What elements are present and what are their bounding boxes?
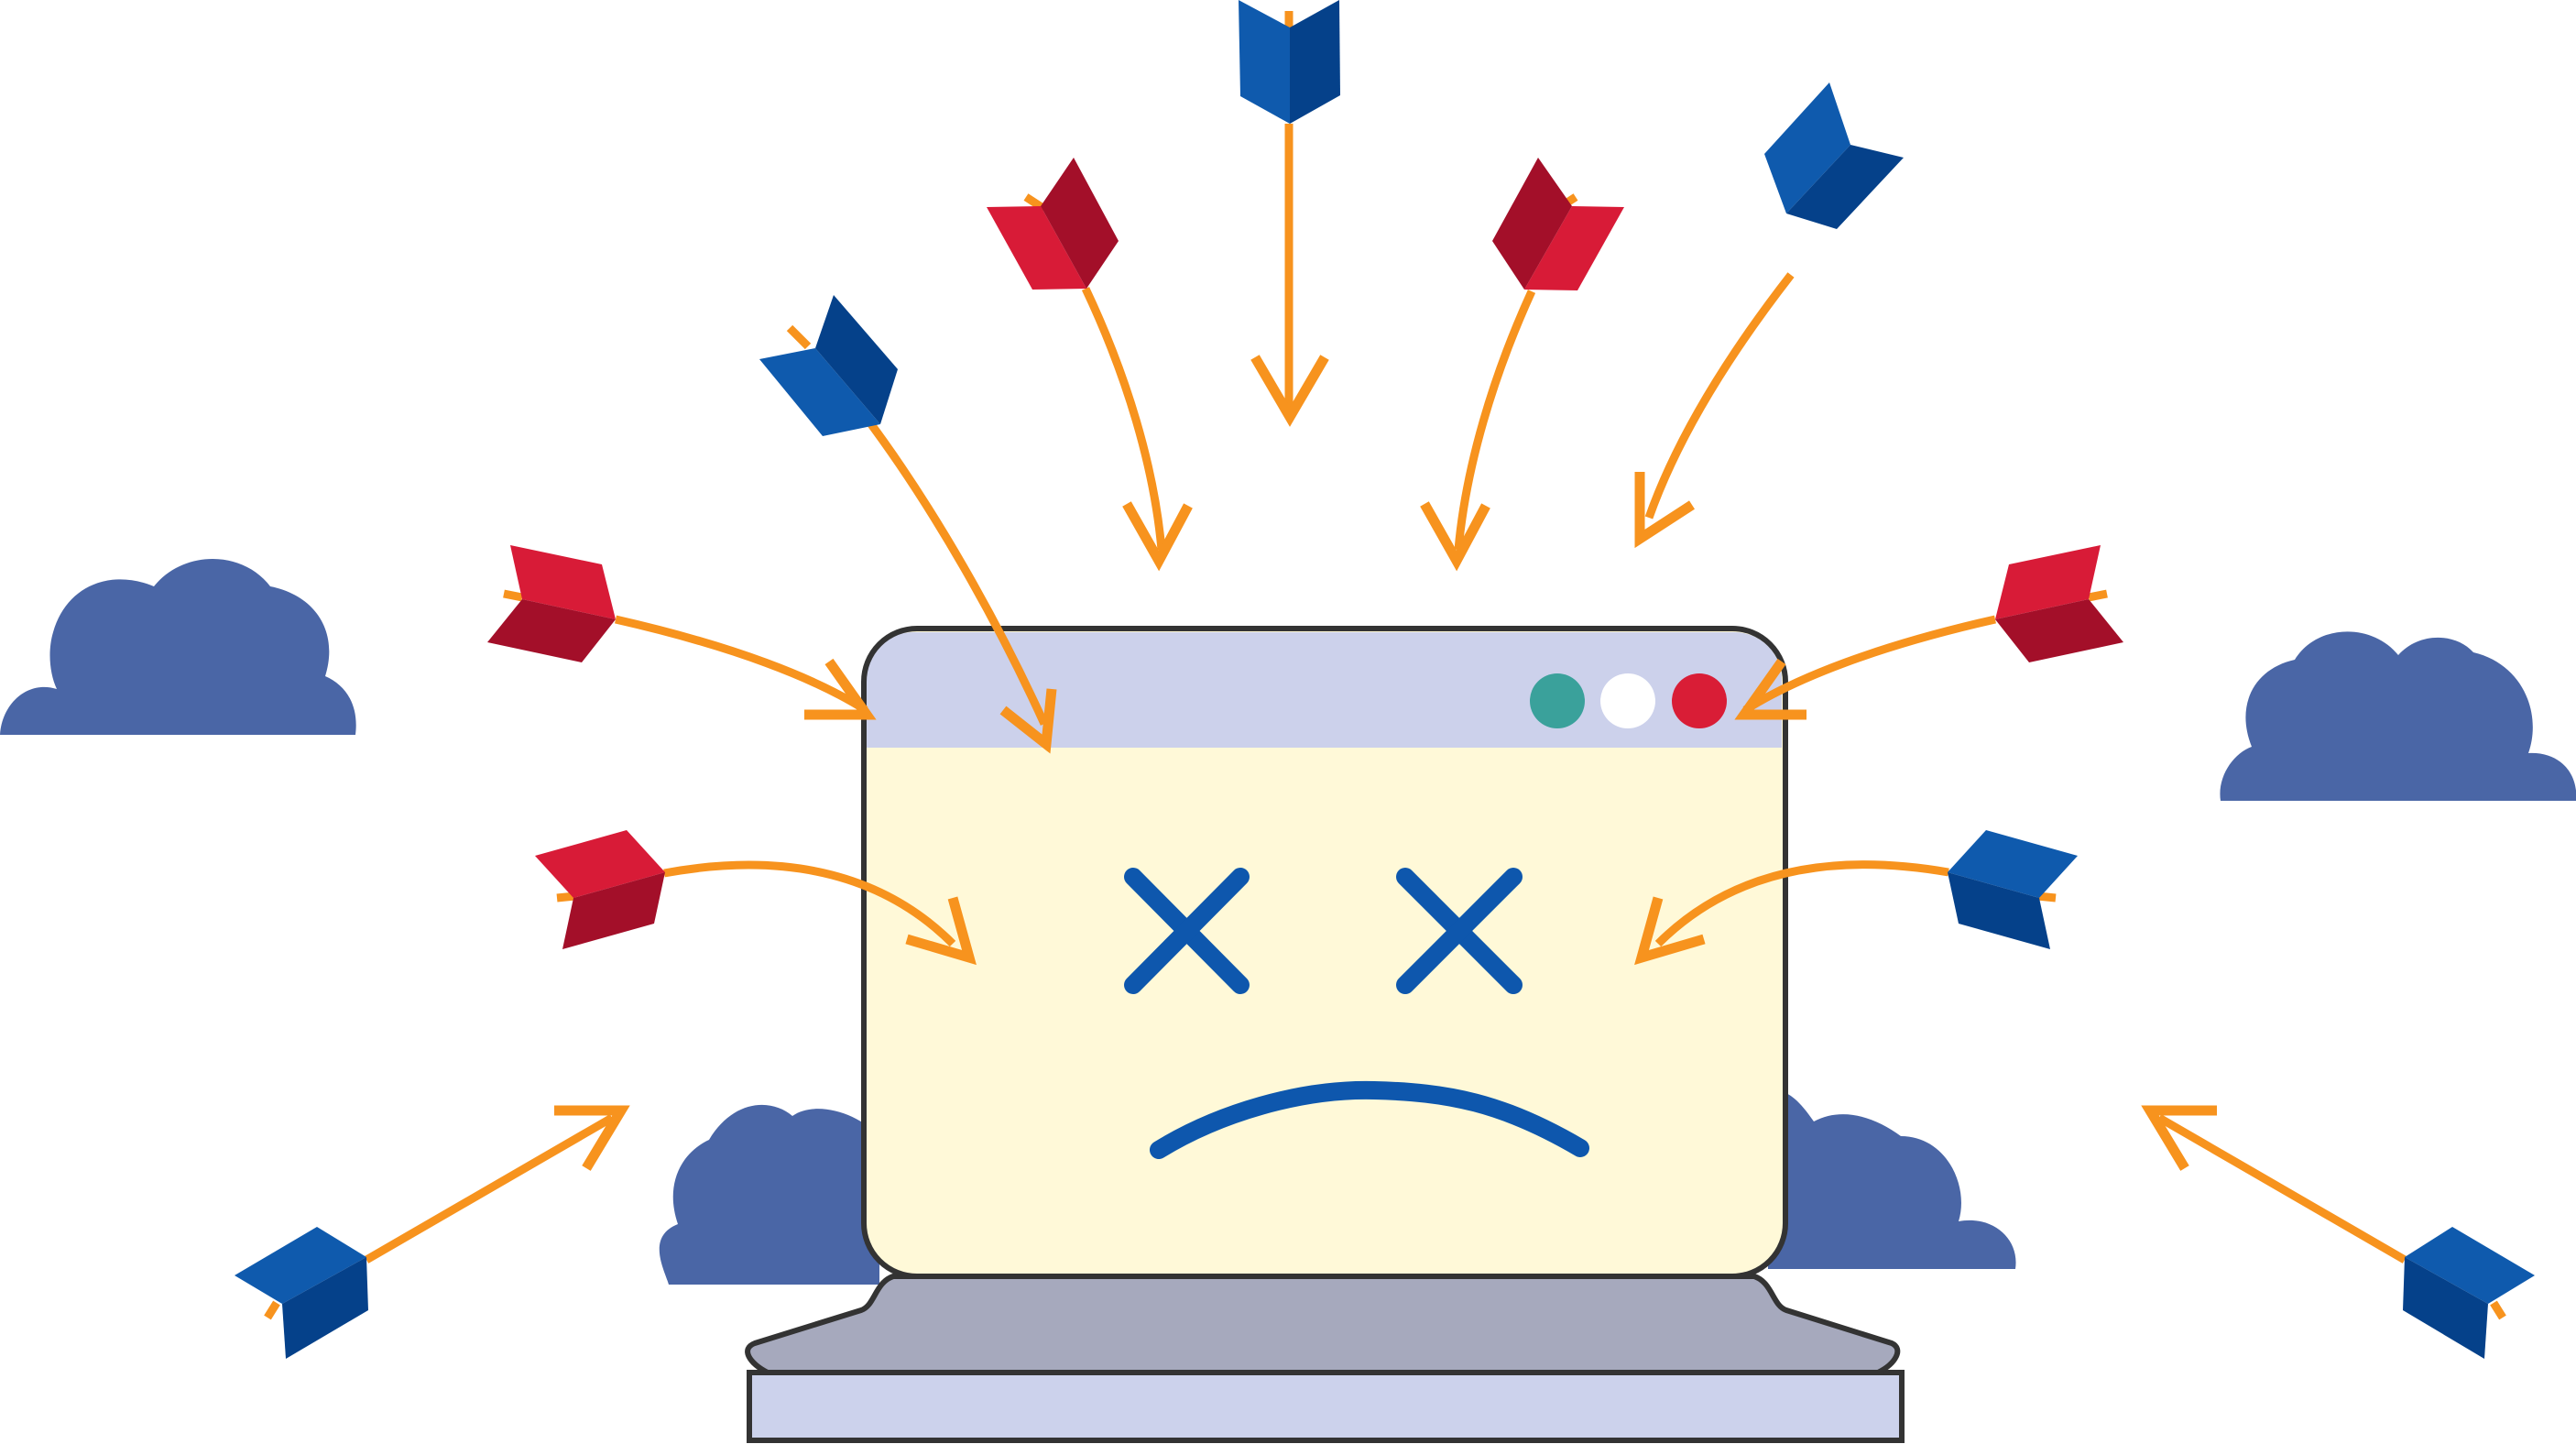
arrow-top-right-blue-icon xyxy=(1634,82,1904,549)
frown-mouth xyxy=(1150,1080,1589,1159)
red-dot-circle-icon xyxy=(1672,673,1727,728)
arrow-fletching xyxy=(510,545,616,619)
arrow-top-right-red-icon xyxy=(1420,158,1624,572)
arrow-top-left-blue-icon xyxy=(759,295,1057,754)
arrow-fletching xyxy=(562,872,665,949)
arrow-head xyxy=(999,688,1057,754)
arrow-top-center-icon xyxy=(1239,0,1340,427)
arrow-fletching xyxy=(2405,1227,2535,1304)
arrow-shaft xyxy=(1454,290,1536,551)
arrow-shaft xyxy=(1081,287,1166,551)
arrow-fletching xyxy=(2403,1257,2488,1359)
arrow-nock xyxy=(264,1300,280,1320)
arrow-fletching xyxy=(487,599,616,662)
left-eye-x-icon xyxy=(1124,868,1250,994)
arrow-fletching xyxy=(1041,158,1119,289)
arrow-fletching xyxy=(1995,545,2101,619)
arrow-fletching xyxy=(1764,82,1850,213)
monitor-frame xyxy=(864,629,1785,1276)
arrow-shaft xyxy=(1644,272,1795,520)
right-eye-x-icon xyxy=(1396,868,1523,994)
arrow-shaft xyxy=(1654,860,1949,947)
arrow-shaft xyxy=(862,414,1049,726)
arrow-right-lower-blue-icon xyxy=(1634,830,2078,966)
arrow-fletching xyxy=(1948,830,2078,898)
arrow-head xyxy=(1420,501,1490,572)
cloud-icon xyxy=(1768,1091,2016,1269)
arrow-head xyxy=(2141,1105,2217,1171)
arrow-head xyxy=(1734,658,1806,720)
arrow-fletching xyxy=(1492,158,1572,290)
arrow-nock xyxy=(2088,589,2108,602)
arrow-fletching xyxy=(1524,206,1624,290)
arrow-fletching xyxy=(235,1227,366,1304)
arrow-fletching xyxy=(1239,0,1290,124)
arrow-shaft xyxy=(2156,1114,2407,1264)
arrow-fletching xyxy=(815,295,898,424)
arrow-head xyxy=(905,896,977,966)
clouds xyxy=(0,559,2576,1285)
keyboard-base xyxy=(747,1370,1905,1443)
arrow-fletching xyxy=(1786,145,1904,229)
arrow-shaft xyxy=(364,1114,615,1264)
arrow-shaft xyxy=(1742,615,1996,714)
monitor-outline xyxy=(861,626,1788,1279)
arrow-fletching xyxy=(987,206,1086,290)
arrows xyxy=(235,0,2535,1359)
arrow-left-lower-red-icon xyxy=(535,830,977,966)
arrow-nock xyxy=(503,589,523,602)
arrow-bottom-left-blue-icon xyxy=(235,1105,630,1359)
arrow-shaft xyxy=(663,860,956,947)
arrow-right-upper-red-icon xyxy=(1734,545,2123,720)
arrow-head xyxy=(554,1105,630,1171)
arrow-head xyxy=(804,658,877,720)
sad-face xyxy=(1124,868,1589,1159)
arrow-nock xyxy=(786,324,812,350)
cloud-icon xyxy=(659,1104,879,1285)
arrow-bottom-right-blue-icon xyxy=(2141,1105,2535,1359)
keyboard-top xyxy=(745,1274,1901,1375)
arrow-head xyxy=(1250,355,1329,427)
arrow-head xyxy=(1634,896,1706,966)
arrow-fletching xyxy=(759,348,880,436)
arrow-fletching xyxy=(282,1257,368,1359)
cloud-icon xyxy=(0,559,356,735)
arrow-fletching xyxy=(1290,0,1340,124)
arrow-fletching xyxy=(1995,599,2123,662)
teal-dot-circle-icon xyxy=(1530,673,1585,728)
arrow-shaft xyxy=(615,615,868,714)
white-dot-circle-icon xyxy=(1600,673,1655,728)
window-buttons xyxy=(1530,673,1727,728)
arrow-nock xyxy=(2490,1300,2506,1320)
arrow-fletching xyxy=(1948,872,2050,949)
arrow-left-upper-red-icon xyxy=(487,545,877,720)
arrow-fletching xyxy=(535,830,665,898)
arrow-top-left-red-icon xyxy=(987,158,1193,572)
arrow-head xyxy=(1122,501,1193,572)
arrow-head xyxy=(1634,472,1695,549)
computer xyxy=(745,626,1905,1443)
cloud-icon xyxy=(2220,631,2576,801)
